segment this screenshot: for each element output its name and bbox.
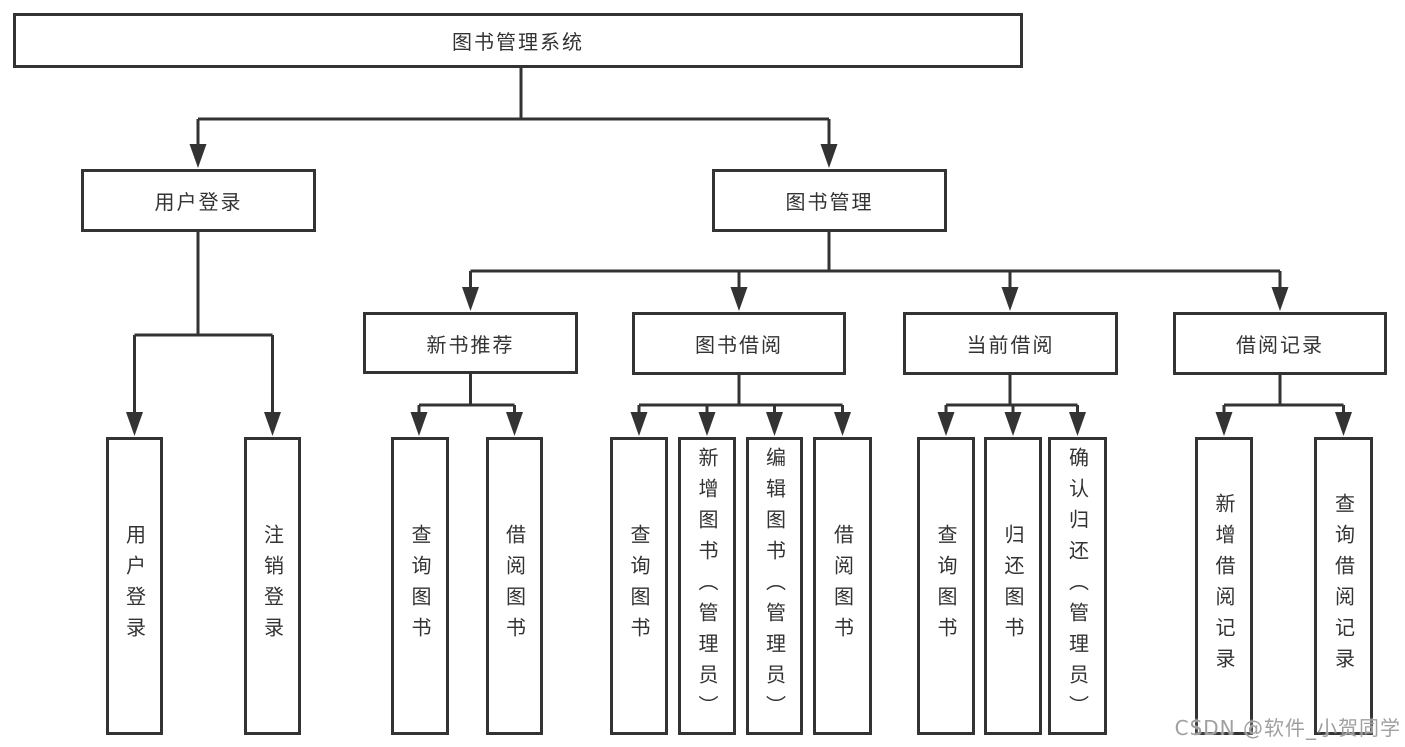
- arrow-icon: [1215, 412, 1233, 436]
- arrow-icon: [1004, 412, 1022, 436]
- node-label: 查询图书: [627, 524, 651, 648]
- node-new-book-recommendation: 新书推荐: [363, 312, 578, 374]
- node-label: 新书推荐: [426, 332, 515, 357]
- connector-root-to-level2: [196, 67, 831, 150]
- arrow-icon: [820, 144, 838, 168]
- node-label: 借阅图书: [502, 524, 527, 648]
- arrow-icon: [698, 412, 716, 436]
- arrow-icon: [1001, 287, 1019, 311]
- arrow-icon: [730, 287, 748, 311]
- node-return-books: 归还图书: [984, 437, 1042, 735]
- node-borrowing-records: 借阅记录: [1173, 312, 1387, 375]
- node-label: 查询借阅记录: [1331, 493, 1356, 679]
- node-label: 归还图书: [1001, 524, 1025, 648]
- node-book-management: 图书管理: [712, 169, 947, 232]
- connector-current-borrowing-to-children: [944, 374, 1079, 418]
- arrow-icon: [766, 412, 783, 436]
- node-label: 编辑图书（管理员）: [762, 446, 787, 726]
- node-label: 新增借阅记录: [1212, 493, 1236, 679]
- node-book-borrowing: 图书借阅: [632, 312, 846, 375]
- node-confirm-return-admin: 确认归还（管理员）: [1048, 437, 1107, 735]
- node-label: 图书管理系统: [452, 30, 584, 54]
- connector-user-login-to-children: [133, 231, 274, 418]
- node-edit-books-admin: 编辑图书（管理员）: [746, 437, 803, 735]
- arrow-icon: [189, 144, 207, 168]
- node-label: 新增图书（管理员）: [695, 446, 719, 726]
- arrow-icon: [834, 412, 851, 436]
- node-library-system: 图书管理系统: [13, 13, 1023, 68]
- node-user-login: 用户登录: [81, 169, 316, 232]
- node-label: 图书管理: [785, 190, 874, 214]
- connector-new-book-recommendation-to-children: [417, 373, 516, 418]
- node-query-books-under-borrowing: 查询图书: [610, 437, 668, 735]
- node-user-login-leaf: 用户登录: [106, 437, 163, 735]
- connector-book-management-to-level3: [469, 231, 1282, 294]
- node-label: 图书借阅: [695, 333, 783, 357]
- arrow-icon: [1335, 412, 1352, 436]
- node-query-books-under-current: 查询图书: [917, 437, 975, 735]
- arrow-icon: [506, 412, 523, 436]
- node-label: 当前借阅: [966, 333, 1055, 357]
- node-borrow-books-under-recommendation: 借阅图书: [486, 437, 543, 735]
- node-label: 借阅记录: [1236, 333, 1324, 357]
- arrow-icon: [1271, 287, 1289, 311]
- node-label: 查询图书: [408, 524, 432, 648]
- arrow-icon: [410, 412, 428, 436]
- watermark: CSDN @软件_小贺同学: [1174, 716, 1401, 740]
- arrow-icon: [937, 412, 955, 436]
- arrow-icon: [126, 412, 143, 436]
- node-label: 用户登录: [154, 190, 243, 214]
- node-label: 查询图书: [934, 524, 958, 648]
- connector-book-borrowing-to-children: [637, 374, 844, 418]
- node-label: 确认归还（管理员）: [1065, 446, 1090, 726]
- arrow-icon: [462, 287, 479, 311]
- node-label: 注销登录: [260, 524, 285, 648]
- connector-borrowing-records-to-children: [1222, 374, 1345, 418]
- arrow-icon: [1069, 412, 1086, 436]
- node-label: 用户登录: [122, 524, 147, 648]
- node-logout: 注销登录: [244, 437, 301, 735]
- node-add-books-admin: 新增图书（管理员）: [678, 437, 736, 735]
- node-query-borrow-record: 查询借阅记录: [1314, 437, 1373, 735]
- node-query-books-under-recommendation: 查询图书: [391, 437, 449, 735]
- node-current-borrowing: 当前借阅: [903, 312, 1118, 375]
- node-add-borrow-record: 新增借阅记录: [1195, 437, 1253, 735]
- node-borrow-books-under-borrowing: 借阅图书: [813, 437, 872, 735]
- node-label: 借阅图书: [830, 524, 855, 648]
- arrow-icon: [264, 412, 281, 436]
- arrow-icon: [630, 412, 648, 436]
